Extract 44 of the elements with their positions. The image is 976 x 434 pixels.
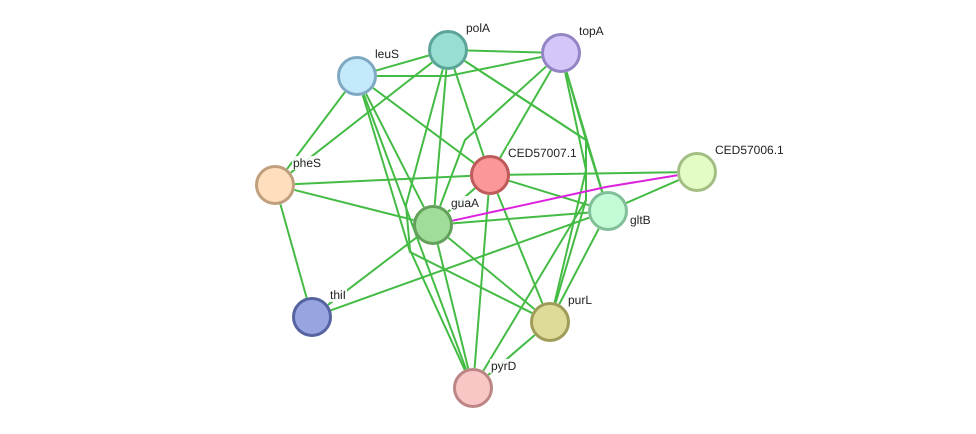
interaction-line [452, 212, 588, 224]
interaction-line [566, 72, 604, 192]
interaction-line [286, 91, 346, 170]
protein-label: guaA [450, 196, 480, 210]
interaction-line [508, 180, 590, 206]
interaction-line [434, 70, 448, 206]
interaction-line [452, 174, 678, 222]
interaction-line [626, 179, 680, 204]
interaction-line [464, 60, 604, 192]
interaction-line [327, 236, 418, 306]
interaction-line [453, 68, 485, 156]
protein-label: CED57006.1 [714, 143, 785, 157]
interaction-line [558, 228, 600, 305]
interaction-line [372, 87, 475, 164]
interaction-line [294, 174, 470, 186]
protein-label: gltB [629, 213, 652, 227]
interaction-line [290, 62, 433, 174]
interaction-line [362, 94, 533, 314]
interaction-line [468, 50, 542, 54]
interaction-line [510, 171, 678, 176]
protein-label: pheS [292, 156, 322, 170]
interaction-line [294, 188, 414, 222]
interaction-line [448, 237, 536, 310]
protein-label: leuS [374, 47, 400, 61]
protein-label: polA [465, 21, 492, 35]
interaction-line [482, 72, 587, 372]
interaction-line [496, 193, 544, 304]
interaction-line [377, 56, 542, 77]
interaction-line [439, 66, 547, 207]
interaction-line [330, 216, 590, 312]
protein-label: CED57007.1 [507, 146, 578, 160]
interaction-line [363, 94, 467, 370]
protein-label: thiI [329, 288, 348, 302]
interaction-line [554, 72, 588, 303]
interaction-line [404, 69, 466, 370]
protein-label: topA [578, 24, 605, 38]
interaction-line [499, 70, 552, 158]
interaction-line [365, 93, 425, 208]
protein-label: pyrD [490, 359, 518, 373]
interaction-line [279, 204, 308, 298]
interaction-line [474, 194, 490, 368]
protein-label: purL [567, 293, 594, 307]
interaction-line [436, 244, 470, 369]
interaction-line [376, 54, 430, 72]
